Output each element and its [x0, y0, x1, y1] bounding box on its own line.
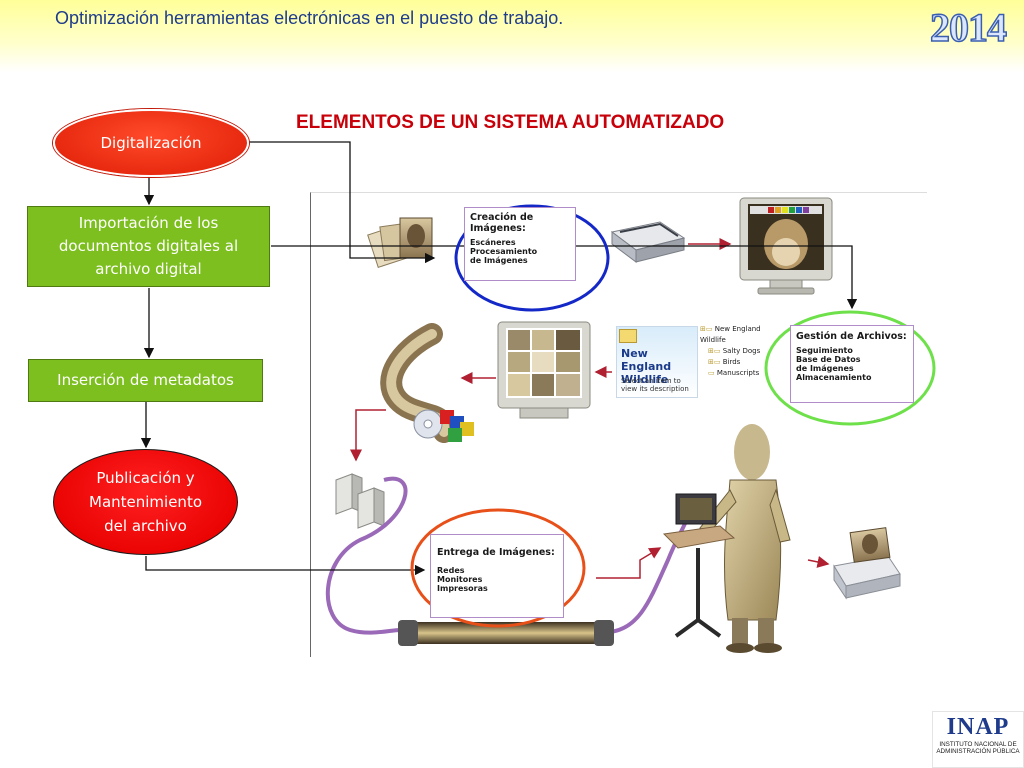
- flow-node-label: Importación de los documentos digitales …: [58, 214, 239, 278]
- flow-arrow: [807, 556, 830, 568]
- flow-node-publicacion: Publicación y Mantenimiento del archivo: [53, 449, 238, 555]
- tree-item[interactable]: ▭ Manuscripts: [708, 369, 760, 377]
- creacion-box: Creación de Imágenes: Escáneres Procesam…: [464, 207, 576, 281]
- explorer-brand-panel: New England Wildlife Select an item to v…: [616, 326, 698, 398]
- explorer-brand-line: New England: [621, 347, 672, 373]
- highlight-circle-entrega: [410, 508, 586, 628]
- gestion-box: Gestión de Archivos: Seguimiento Base de…: [790, 325, 914, 403]
- monitor-portrait-image: [739, 197, 833, 295]
- gestion-item: de Imágenes: [796, 364, 854, 373]
- explorer-tree: ⊞▭ New England Wildlife ⊞▭ Salty Dogs ⊞▭…: [700, 324, 776, 379]
- entrega-title: Entrega de Imágenes:: [437, 547, 555, 558]
- connector-arrow: [246, 141, 436, 264]
- highlight-circle-gestion: [764, 310, 936, 426]
- header-title: Optimización herramientas electrónicas e…: [55, 8, 564, 28]
- gestion-item: Base de Datos: [796, 355, 861, 364]
- creacion-item: de Imágenes: [470, 256, 528, 265]
- creacion-item: Procesamiento: [470, 247, 538, 256]
- tree-item[interactable]: ⊞▭ New England Wildlife: [700, 325, 761, 344]
- laptop-desk-image: [662, 493, 736, 638]
- logo-line: ADMINISTRACIÓN PÚBLICA: [936, 748, 1020, 755]
- explorer-brand-line: Wildlife: [621, 373, 669, 386]
- entrega-box: Entrega de Imágenes: Redes Monitores Imp…: [430, 534, 564, 618]
- gestion-item: Seguimiento: [796, 346, 853, 355]
- highlight-circle-creacion: [454, 204, 610, 312]
- entrega-item: Redes: [437, 566, 465, 575]
- entrega-item: Monitores: [437, 575, 483, 584]
- flow-node-metadatos: Inserción de metadatos: [28, 359, 263, 402]
- gestion-title: Gestión de Archivos:: [796, 331, 907, 342]
- flow-arrow: [350, 409, 386, 462]
- gestion-item: Almacenamiento: [796, 373, 872, 382]
- film-swirl-image: [380, 323, 474, 443]
- flow-arrow: [596, 547, 662, 579]
- logo-line: INSTITUTO NACIONAL DE: [939, 741, 1017, 748]
- flow-node-importacion: Importación de los documentos digitales …: [27, 206, 270, 287]
- logo-name: INAP: [946, 714, 1010, 740]
- folder-icon: [619, 329, 637, 343]
- film-tube-image: [398, 620, 614, 646]
- tree-item[interactable]: ⊞▭ Birds: [708, 358, 741, 366]
- photo-stack-image: [367, 217, 433, 268]
- diagram-title: ELEMENTOS DE UN SISTEMA AUTOMATIZADO: [296, 112, 725, 133]
- server-image: [335, 473, 385, 529]
- creacion-item: Escáneres: [470, 238, 516, 247]
- explorer-hint: Select an item to view its description: [621, 377, 689, 393]
- slide-header: Optimización herramientas electrónicas e…: [0, 0, 1024, 72]
- connector-arrow: [145, 556, 426, 576]
- year-badge: 2014: [929, 4, 1008, 51]
- inap-logo: INAP INSTITUTO NACIONAL DE ADMINISTRACIÓ…: [932, 711, 1024, 768]
- flow-node-label: Publicación y Mantenimiento del archivo: [89, 469, 202, 535]
- monitor-collection-image: [497, 321, 591, 419]
- flow-node-label: Inserción de metadatos: [57, 371, 234, 389]
- creacion-title: Creación de Imágenes:: [470, 212, 534, 234]
- scanner-image: [610, 221, 686, 263]
- flow-node-label: Digitalización: [100, 134, 202, 152]
- flow-node-digitalizacion: Digitalización: [53, 109, 249, 177]
- printer-image: [833, 527, 901, 600]
- tree-item[interactable]: ⊞▭ Salty Dogs: [708, 347, 761, 355]
- collection-explorer-window: New England Wildlife Select an item to v…: [616, 322, 776, 398]
- entrega-item: Impresoras: [437, 584, 488, 593]
